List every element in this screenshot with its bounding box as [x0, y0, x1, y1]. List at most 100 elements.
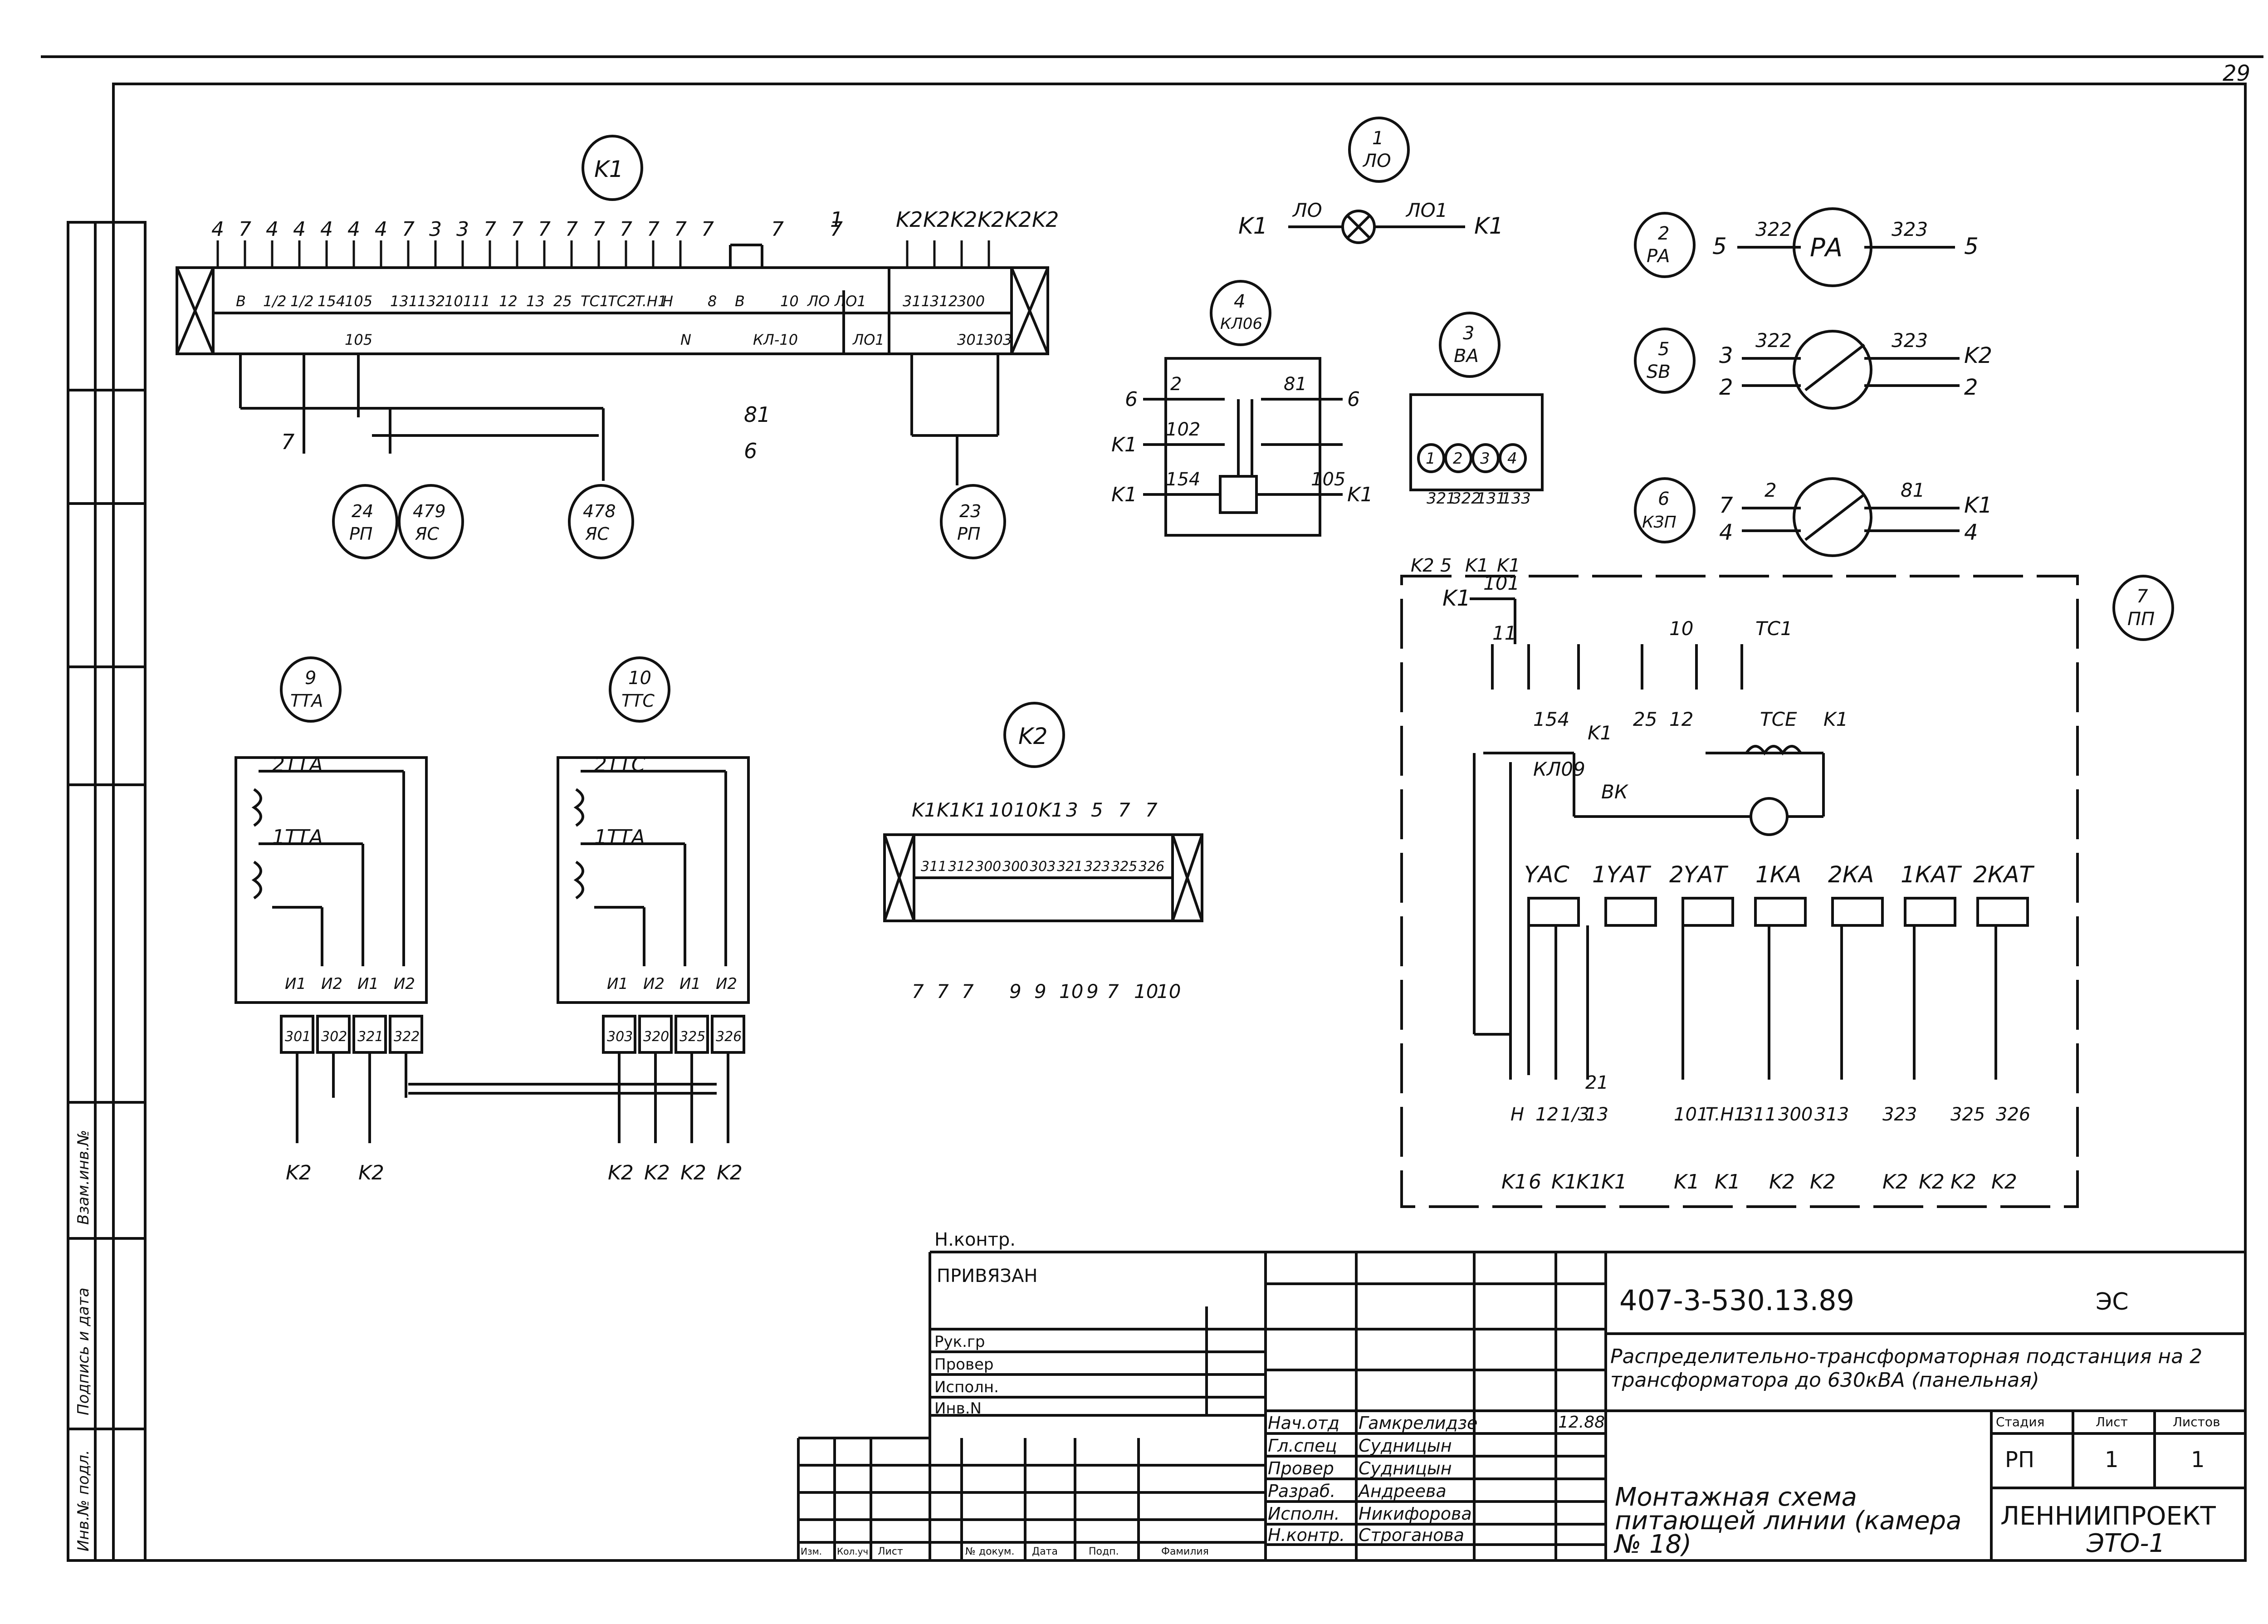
kl-term-left-3: K1	[1111, 483, 1137, 506]
k2-wire: 323	[1084, 859, 1110, 875]
pp-misc: КЛ09	[1533, 758, 1585, 780]
tta-wire: 322	[394, 1029, 420, 1045]
pp-relay-label: 2КАТ	[1973, 861, 2035, 888]
footer-col-3: Лист	[878, 1546, 903, 1557]
sign-name-4: Андреева	[1359, 1481, 1447, 1501]
pp-bottom-term: 6	[1529, 1170, 1541, 1194]
ra-right-term: 5	[1964, 233, 1979, 259]
sb-left-term-2: 2	[1719, 375, 1733, 400]
pp-misc: K1	[1823, 708, 1848, 730]
pp-bottom-wire: 300	[1778, 1104, 1813, 1125]
k1-wire: 10	[780, 293, 799, 310]
ra-label: РА	[1810, 233, 1843, 263]
pp-relay-label: 1КА	[1755, 861, 1802, 888]
organization: ЛЕННИИПРОЕКТ	[2000, 1502, 2216, 1531]
k1-wire: 105	[345, 331, 372, 348]
k1-top-term: 7	[674, 218, 687, 241]
pp-misc: 12	[1669, 708, 1693, 730]
left-row-2: Провер	[934, 1355, 994, 1374]
kl-tag: КЛ06	[1220, 315, 1262, 333]
k1-wire: ЛО1	[834, 293, 866, 310]
tta-winding-2: 1ТТА	[272, 826, 323, 849]
ttc-num: 10	[628, 668, 651, 689]
sign-role-3: Провер	[1268, 1458, 1334, 1478]
pp-misc: 25	[1633, 708, 1657, 730]
k1-top-term: 7	[511, 218, 523, 241]
pp-misc: 11	[1492, 622, 1516, 644]
k1-lower-term: K2	[978, 207, 1004, 232]
sign-role-6: Н.контр.	[1268, 1525, 1345, 1545]
k2-bottom-term: 10	[1134, 980, 1158, 1003]
ttc-wire: 320	[643, 1029, 669, 1045]
doc-mark: ЭС	[2096, 1288, 2129, 1316]
k1-wire: 301	[957, 331, 985, 348]
kl-term-right-2: K1	[1347, 483, 1373, 506]
kzp-left-term-1: 7	[1719, 493, 1733, 518]
tta-tag: ТТА	[290, 691, 323, 711]
pp-bottom-wire: 313	[1814, 1104, 1849, 1125]
sb-num: 5	[1658, 339, 1669, 360]
stage-value: РП	[2005, 1447, 2035, 1472]
va-tag: ВА	[1454, 346, 1479, 367]
k2-wire: 321	[1057, 859, 1083, 875]
footer-col-1: Изм.	[801, 1546, 822, 1557]
k1-lower-term: K2	[896, 207, 923, 232]
k1-wire: TC2	[608, 293, 636, 310]
org-dept: ЭТО-1	[2087, 1529, 2165, 1558]
side-stamp-3: Взам.инв.№	[74, 1130, 93, 1225]
k1-top-term: 7	[565, 218, 578, 241]
k2-bottom-term: 7	[937, 980, 949, 1003]
left-row-3: Исполн.	[934, 1378, 999, 1396]
k1-top-term: 7	[771, 218, 784, 241]
ttc-pin: И1	[607, 975, 628, 993]
k1-top-term: 4	[293, 218, 306, 241]
sign-name-1: Гамкрелидзе	[1359, 1413, 1478, 1433]
k1-wire: 303	[984, 331, 1012, 348]
pp-relay-label: 1YАТ	[1592, 861, 1652, 888]
k1-top-term: 4	[320, 218, 333, 241]
pp-bottom-term: K1	[1576, 1170, 1602, 1194]
k2-bottom-term: 7	[912, 980, 924, 1003]
kzp-left-term-2: 4	[1719, 520, 1733, 545]
k2-bottom-term: 10	[1157, 980, 1181, 1003]
sb-tag: SB	[1647, 362, 1671, 382]
kl-term-left-2: K1	[1111, 433, 1137, 456]
va-wire-3: 131	[1476, 489, 1506, 508]
sign-role-1: Нач.отд	[1268, 1413, 1340, 1433]
sign-role-5: Исполн.	[1268, 1504, 1340, 1524]
k1-wire: TC1	[581, 293, 609, 310]
tta-wire: 302	[321, 1029, 347, 1045]
ttc-term: K2	[717, 1161, 743, 1184]
drawing-title: Монтажная схема питающей линии (камера №…	[1615, 1482, 1962, 1559]
k2-bottom-term: 7	[1107, 980, 1119, 1003]
pp-bottom-wire: 325	[1950, 1104, 1985, 1125]
k1-lower-term: K2	[1032, 207, 1059, 232]
tta-winding-1: 2ТТА	[272, 753, 323, 776]
left-row-4: Инв.N	[934, 1399, 982, 1418]
k1-wire: 311	[903, 293, 930, 310]
k1-top-term: 3	[429, 218, 442, 241]
k1-top-term: 7	[620, 218, 632, 241]
k2-top-term: 7	[1118, 799, 1130, 821]
footer-col-2: Кол.уч	[837, 1546, 869, 1557]
k1-tag: K1	[594, 156, 624, 182]
sign-name-6: Строганова	[1359, 1525, 1465, 1545]
pp-relay-label: 1КАТ	[1901, 861, 1962, 888]
k1-top-term: 3	[456, 218, 469, 241]
va-term-2: 5	[1440, 555, 1452, 576]
sb-left-term-1: 3	[1719, 343, 1733, 368]
pp-misc: ВК	[1601, 781, 1629, 803]
pp-relay-label: YАС	[1524, 861, 1569, 888]
kzp-tag: КЗП	[1642, 513, 1677, 532]
pp-misc: 154	[1533, 708, 1569, 730]
k2-top-term: 3	[1066, 799, 1078, 821]
pp-num: 7	[2136, 586, 2148, 607]
pp-bottom-term: K1	[1715, 1170, 1740, 1194]
va-pin-2: 2	[1453, 450, 1463, 468]
footer-col-7: Фамилия	[1161, 1546, 1209, 1557]
kl-term-left-1: 6	[1125, 388, 1138, 411]
k2-bottom-term: 7	[962, 980, 974, 1003]
lo-num: 1	[1372, 128, 1383, 149]
side-stamp-2: Подпись и дата	[74, 1287, 93, 1415]
ttc-term: K2	[680, 1161, 706, 1184]
